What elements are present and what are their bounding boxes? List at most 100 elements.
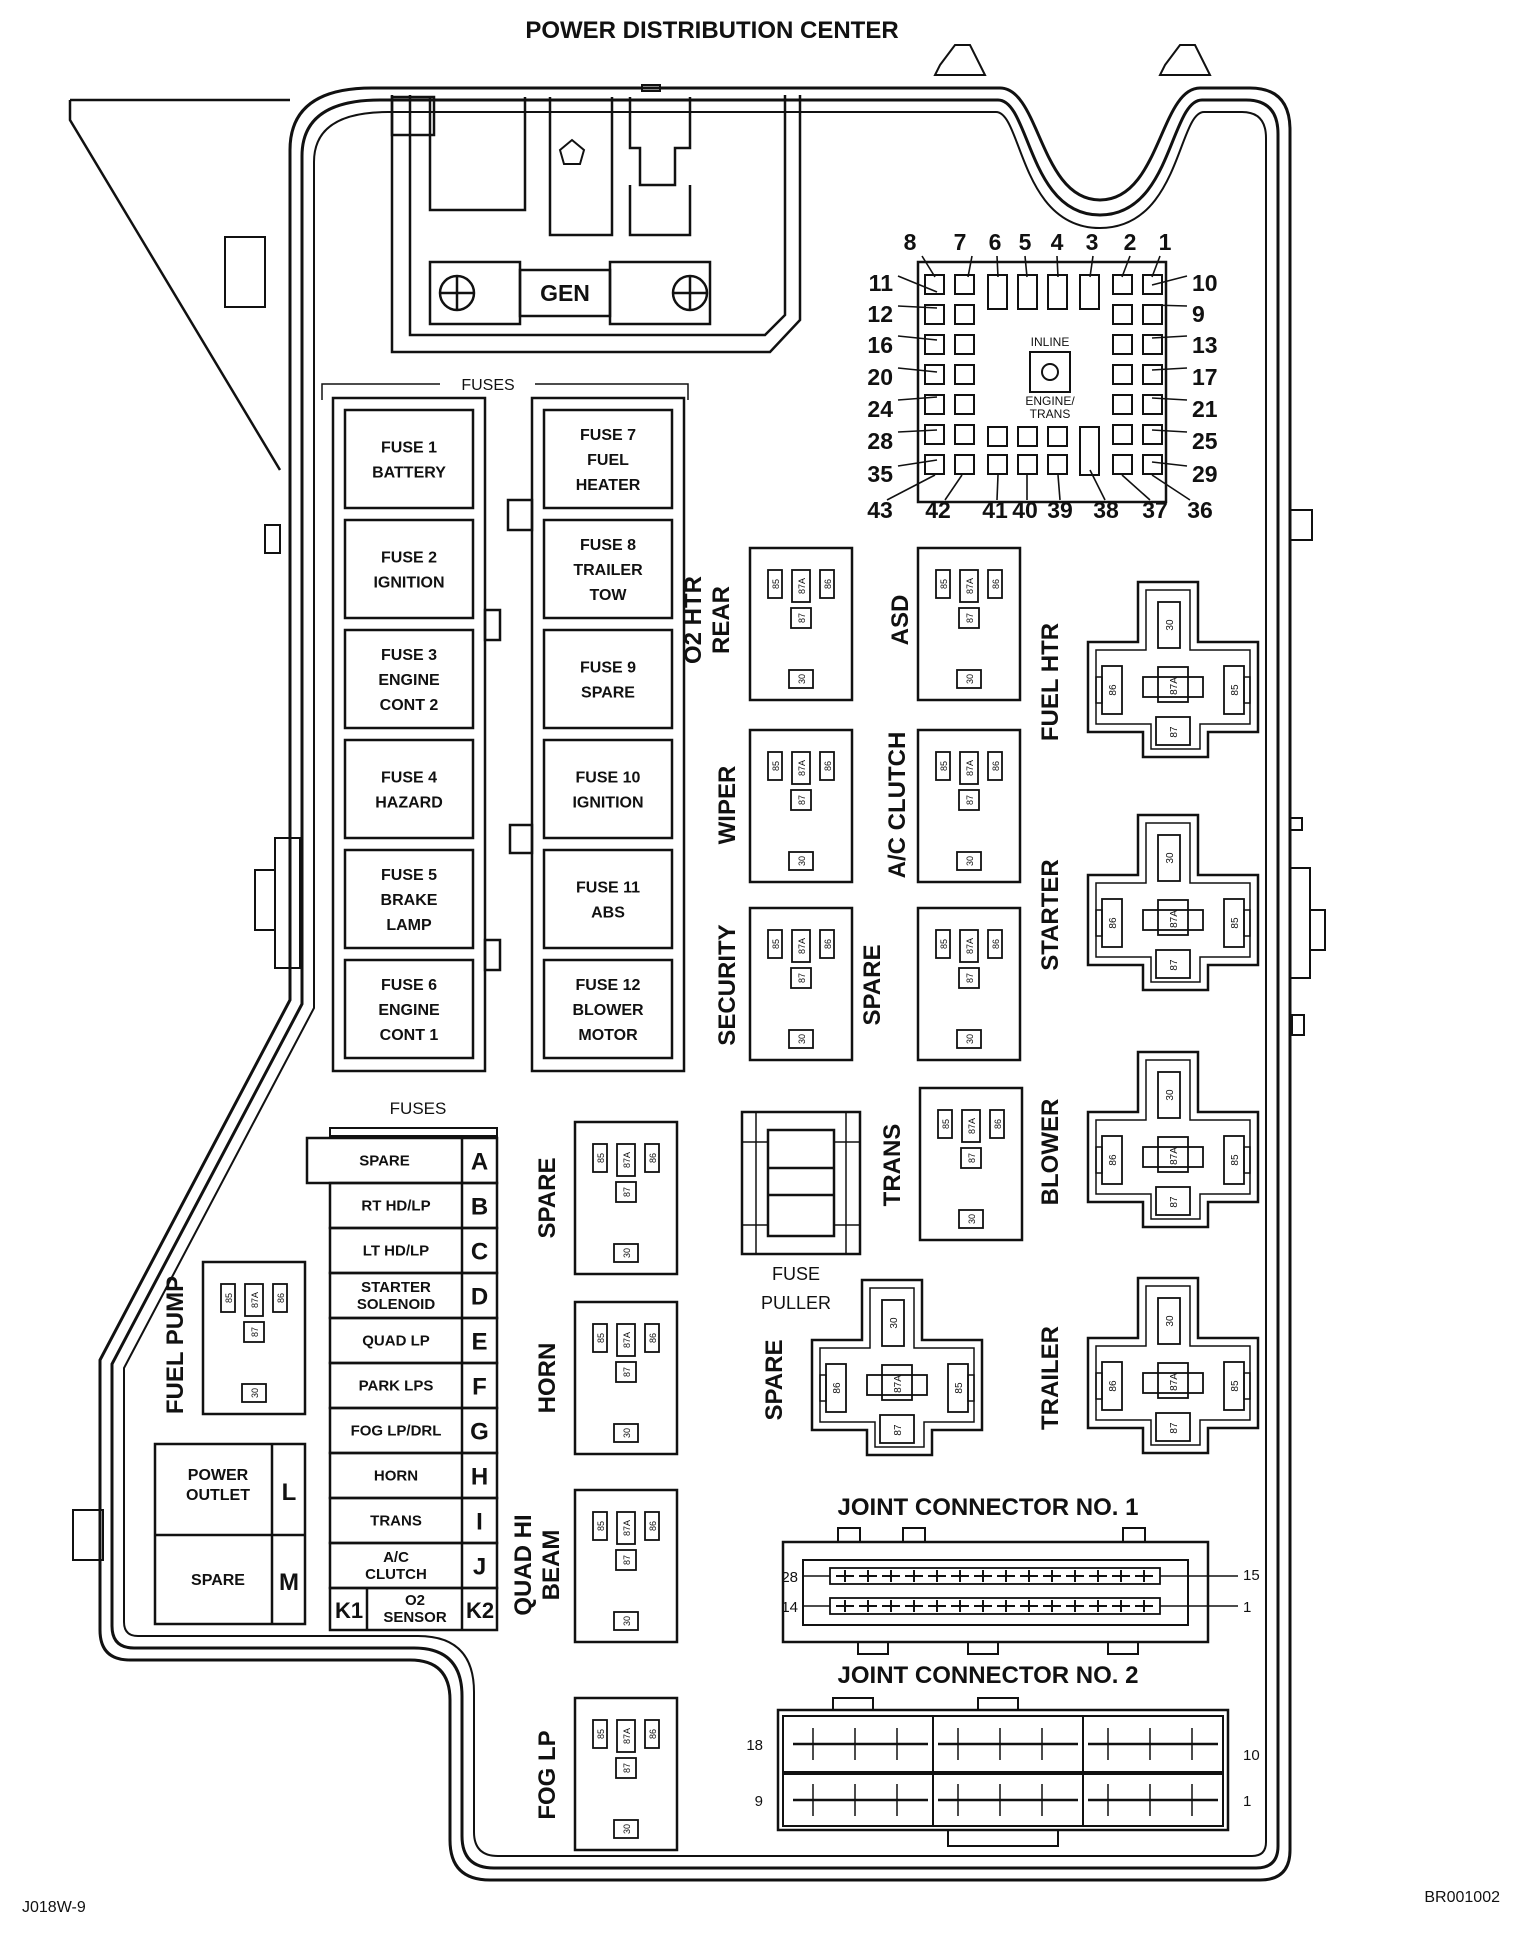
relay-pin-87a bbox=[1142, 909, 1204, 931]
relay-pin-tab bbox=[1095, 676, 1103, 704]
inline-fuse-slot bbox=[1142, 304, 1163, 325]
joint-connector-tab bbox=[947, 1829, 1059, 1847]
relay-pin-87 bbox=[1155, 1186, 1191, 1216]
cartridge-fuse-label: MOTOR bbox=[578, 1027, 638, 1044]
joint-connector-row bbox=[782, 1715, 1224, 1773]
relay-pin-label: 87A bbox=[965, 760, 975, 776]
connector-pin-number: 28 bbox=[781, 1569, 798, 1586]
relay-pin-87a-body bbox=[1157, 1362, 1189, 1399]
relay-pin-label: 86 bbox=[1108, 684, 1119, 696]
relay-pin-30 bbox=[956, 1029, 982, 1049]
mini-fuse-name: HORN bbox=[374, 1468, 418, 1485]
joint-connector-title: JOINT CONNECTOR NO. 1 bbox=[838, 1494, 1139, 1521]
relay-pin-label: 85 bbox=[1230, 684, 1241, 696]
relay-pin-86 bbox=[272, 1283, 288, 1313]
joint-connector-inner bbox=[802, 1559, 1189, 1626]
connector-pin-number: 15 bbox=[1243, 1567, 1260, 1584]
mini-fuse-name: TRANS bbox=[370, 1513, 422, 1530]
relay-pin-85 bbox=[592, 1719, 608, 1749]
relay-pin-87 bbox=[958, 607, 980, 629]
relay-pin-label: 30 bbox=[965, 674, 975, 684]
inline-fuse-slot bbox=[1112, 334, 1133, 355]
inline-fuse-number: 12 bbox=[867, 301, 893, 327]
mini-fuse-letter: A bbox=[471, 1149, 488, 1176]
relay-pin-87a-body bbox=[881, 1364, 913, 1401]
mini-fuse-name: STARTER bbox=[361, 1279, 431, 1296]
relay-pin-30 bbox=[956, 669, 982, 689]
relay-outline bbox=[916, 906, 1022, 1062]
joint-connector-row bbox=[782, 1773, 1224, 1827]
relay-pin-86 bbox=[644, 1719, 660, 1749]
relay-pin-label: 86 bbox=[991, 579, 1001, 589]
inline-fuse-number: 6 bbox=[989, 229, 1002, 255]
relay-label: SPARE bbox=[534, 1158, 561, 1239]
mini-fuse-name: SOLENOID bbox=[357, 1296, 436, 1313]
fuses-header-top bbox=[321, 383, 689, 400]
relay-pin-86 bbox=[819, 929, 835, 959]
relay-outline bbox=[810, 1278, 984, 1457]
cartridge-fuse-label: TOW bbox=[589, 587, 627, 604]
relay-pin-label: 85 bbox=[596, 1153, 606, 1163]
inline-fuse-number: 7 bbox=[954, 229, 967, 255]
relay-pin-label: 87A bbox=[622, 1152, 632, 1168]
cartridge-fuse-outline bbox=[343, 958, 475, 1060]
relay-pin-87 bbox=[1155, 949, 1191, 979]
relay-pin-label: 30 bbox=[1165, 1315, 1176, 1327]
relay-pin-label: 86 bbox=[648, 1153, 658, 1163]
relay-label: A/C CLUTCH bbox=[884, 732, 911, 879]
relay-pin-tab bbox=[819, 1374, 827, 1402]
relay-outline bbox=[918, 1086, 1024, 1242]
relay-outline bbox=[748, 906, 854, 1062]
inline-fuse-slot bbox=[1017, 274, 1038, 310]
relay-pin-label: 85 bbox=[1230, 1380, 1241, 1392]
inline-fuse-slot bbox=[954, 454, 975, 475]
connector-pin-number: 14 bbox=[781, 1599, 798, 1616]
relay-pin-87 bbox=[960, 1147, 982, 1169]
relay-pin-85 bbox=[767, 929, 783, 959]
relay-pin-30 bbox=[241, 1383, 267, 1403]
relay-pin-label: 86 bbox=[991, 939, 1001, 949]
relay-pin-tab bbox=[1095, 909, 1103, 937]
relay-pin-label: 87A bbox=[1169, 910, 1180, 928]
relay-pin-label: 86 bbox=[648, 1333, 658, 1343]
inline-fuse-number: 38 bbox=[1093, 497, 1119, 523]
fuse-puller-label-line1: FUSE bbox=[772, 1264, 820, 1284]
relay-pin-85 bbox=[937, 1109, 953, 1139]
inline-fuse-number: 16 bbox=[867, 332, 893, 358]
inline-fuse-slot bbox=[1112, 424, 1133, 445]
cartridge-fuse-label: FUSE 10 bbox=[576, 770, 641, 787]
relay-pin-label: 87A bbox=[797, 578, 807, 594]
relay-pin-85 bbox=[935, 751, 951, 781]
relay-pin-label: 86 bbox=[823, 579, 833, 589]
mini-fuse-letter: J bbox=[473, 1554, 486, 1581]
relay-pin-86 bbox=[644, 1323, 660, 1353]
relay-outline bbox=[573, 1120, 679, 1276]
joint-connector-row bbox=[829, 1597, 1161, 1615]
relay-inner-outline bbox=[1095, 822, 1251, 983]
relay-pin-label: 85 bbox=[596, 1729, 606, 1739]
relay-pin-label: 86 bbox=[276, 1293, 286, 1303]
relay-pin-87 bbox=[879, 1414, 915, 1444]
inline-leader-lines bbox=[886, 255, 1191, 501]
footer-right-code: BR001002 bbox=[1424, 1889, 1500, 1906]
inline-fuse-number: 10 bbox=[1192, 270, 1218, 296]
relay-pin-30 bbox=[1157, 834, 1181, 882]
relay-pin-tab bbox=[1095, 1372, 1103, 1400]
relay-outline bbox=[916, 728, 1022, 884]
inline-label: INLINE bbox=[1031, 335, 1070, 349]
relay-pin-tab bbox=[1243, 1372, 1251, 1400]
mini-fuse-outline bbox=[328, 1586, 499, 1632]
connector-pin-number: 10 bbox=[1243, 1747, 1260, 1764]
inline-fuse-slot bbox=[987, 426, 1008, 447]
relay-outline bbox=[916, 546, 1022, 702]
relay-pin-30 bbox=[613, 1423, 639, 1443]
mini-fuse-letter: G bbox=[470, 1419, 489, 1446]
